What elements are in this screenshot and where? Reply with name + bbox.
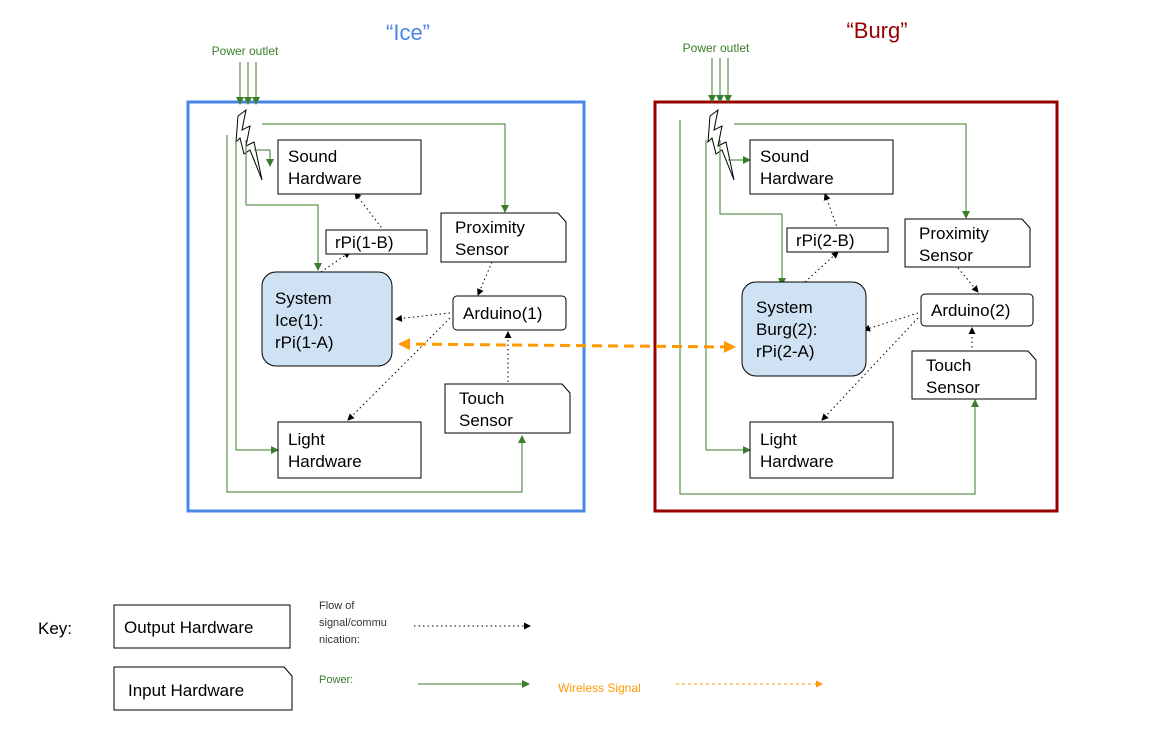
burg-proximity-sensor: Proximity Sensor (904, 218, 1031, 268)
burg-boundary (653, 100, 1059, 513)
burg-rpi-b: rPi(2-B) (786, 227, 889, 253)
ice-boundary (186, 100, 586, 513)
burg-sound-hardware: Sound Hardware (749, 139, 894, 195)
svg-text:Hardware: Hardware (760, 169, 834, 188)
ice-light-hardware: Light Hardware (277, 421, 422, 479)
svg-text:Sound: Sound (288, 147, 337, 166)
key-input-label: Input Hardware (128, 681, 244, 700)
svg-text:Sensor: Sensor (455, 240, 509, 259)
svg-text:Sensor: Sensor (919, 246, 973, 265)
ice-system-node: System Ice(1): rPi(1-A) (261, 271, 393, 367)
svg-text:Sensor: Sensor (459, 411, 513, 430)
svg-text:Burg(2):: Burg(2): (756, 320, 817, 339)
ice-sound-hardware: Sound Hardware (277, 139, 422, 195)
wireless-link (398, 338, 736, 353)
svg-text:rPi(2-B): rPi(2-B) (796, 231, 855, 250)
svg-text:Sound: Sound (760, 147, 809, 166)
ice-power-wiring (226, 123, 526, 493)
svg-text:Arduino(1): Arduino(1) (463, 304, 542, 323)
burg-arduino: Arduino(2) (920, 293, 1034, 327)
key-flow-line2: signal/commu (319, 617, 387, 629)
ice-power-source-icon (235, 108, 263, 181)
key-output-label: Output Hardware (124, 618, 253, 637)
key-wireless-label: Wireless Signal (558, 681, 641, 695)
svg-text:System: System (275, 289, 332, 308)
svg-text:Hardware: Hardware (288, 169, 362, 188)
ice-power-lines (236, 62, 260, 105)
burg-power-outlet-label: Power outlet (683, 41, 750, 55)
burg-title: “Burg” (846, 18, 907, 43)
svg-text:rPi(2-A): rPi(2-A) (756, 342, 815, 361)
ice-proximity-sensor: Proximity Sensor (440, 212, 567, 263)
ice-rpi-b: rPi(1-B) (325, 229, 428, 255)
svg-text:Arduino(2): Arduino(2) (931, 301, 1010, 320)
ice-arduino: Arduino(1) (452, 295, 567, 331)
burg-power-wiring (679, 120, 979, 495)
svg-text:Proximity: Proximity (455, 218, 525, 237)
svg-text:Light: Light (760, 430, 797, 449)
key-label: Key: (38, 619, 72, 638)
burg-signal-flows (804, 193, 979, 421)
svg-text:rPi(1-B): rPi(1-B) (335, 233, 394, 252)
key-output-box (113, 604, 291, 649)
svg-text:Hardware: Hardware (288, 452, 362, 471)
key-power-label: Power: (319, 674, 353, 686)
burg-system: Power outlet Sound Hardware (653, 41, 1059, 513)
key-flow-line1: Flow of (319, 600, 355, 612)
burg-power-lines (708, 58, 732, 103)
svg-text:Touch: Touch (459, 389, 504, 408)
ice-title: “Ice” (386, 20, 430, 45)
burg-touch-sensor: Touch Sensor (911, 350, 1037, 400)
burg-system-node: System Burg(2): rPi(2-A) (741, 281, 867, 377)
ice-power-outlet-label: Power outlet (212, 44, 279, 58)
svg-text:System: System (756, 298, 813, 317)
burg-light-hardware: Light Hardware (749, 421, 894, 479)
svg-text:Ice(1):: Ice(1): (275, 311, 323, 330)
key: Key: Output Hardware Input Hardware Flow… (38, 600, 823, 711)
svg-text:rPi(1-A): rPi(1-A) (275, 333, 334, 352)
svg-text:Light: Light (288, 430, 325, 449)
ice-system: Power outlet Sound (186, 44, 586, 513)
svg-text:Proximity: Proximity (919, 224, 989, 243)
svg-text:Sensor: Sensor (926, 378, 980, 397)
key-input-box (113, 666, 293, 711)
svg-text:Touch: Touch (926, 356, 971, 375)
key-flow-line3: nication: (319, 634, 360, 646)
svg-text:Hardware: Hardware (760, 452, 834, 471)
ice-touch-sensor: Touch Sensor (444, 383, 571, 434)
burg-power-source-icon (707, 108, 735, 181)
